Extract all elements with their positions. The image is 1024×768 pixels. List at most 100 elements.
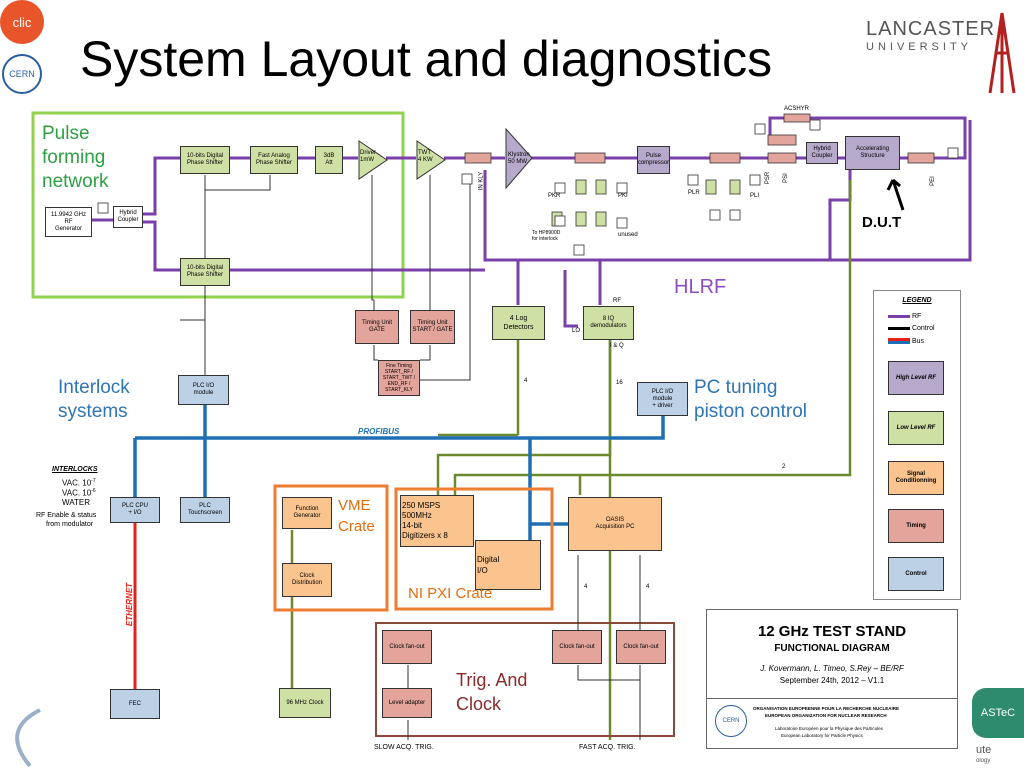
title-block-lab2: European Laboratory for Particle Physics [781,733,863,738]
clock-fanout-3: Clock fan-out [616,630,666,664]
legend-control-box: Control [888,557,944,591]
clic-logo-text: clic [12,14,32,30]
hybrid-coupler-2: Hybrid Coupler [806,142,838,164]
trig-clock-label: Trig. And Clock [456,670,528,714]
profibus-label: PROFIBUS [358,427,400,436]
legend-high-level-rf: High Level RF [888,361,944,395]
hlrf-label: HLRF [674,276,727,298]
pulse-forming-label: Pulse forming network [42,123,109,192]
klystron-label: Klystron 50 MW [508,152,530,165]
label-count-4c: 4 [646,584,650,590]
legend-rf-text: RF [911,313,922,320]
legend-rf: RF [888,313,921,320]
klystron-icon [505,128,533,190]
plc-touchscreen-block: PLC Touchscreen [180,497,230,523]
interlock-rf-enable: RF Enable & status [36,512,97,519]
plc-io-module-1: PLC I/O module [178,375,229,405]
clock-distribution-block: Clock Distribution [282,563,332,597]
legend-control-swatch [888,326,910,330]
title-block-date: September 24th, 2012 – V1.1 [779,676,885,685]
label-rf-input: RF [613,298,621,304]
astec-sub2: ology [976,758,991,764]
legend-control: Control [888,325,935,332]
digital-io-block: Digital I/O [475,540,541,590]
function-generator-block: Function Generator [282,497,332,529]
lancaster-logo: LANCASTER UNIVERSITY [866,18,994,53]
ni-pxi-crate-label: NI PXI Crate [408,585,493,602]
vac1-exponent: -7 [91,478,96,484]
legend-timing: Timing [888,509,944,543]
label-pkr: PKR [548,193,561,199]
astec-logo: ASTeC [972,688,1024,738]
title-block-cern-text: CERN [722,718,740,724]
title-block-cern-logo: CERN [715,705,747,737]
vme-crate-label: VME Crate [338,497,375,535]
title-block-authors: J. Kovermann, L. Timeo, S.Rey – BE/RF [760,664,904,673]
legend-signal-conditioning: Signal Conditionning [888,461,944,495]
fec-block: FEC [110,689,160,719]
dut-label: D.U.T [862,214,902,231]
driver-label: Driver 1mW [360,150,376,163]
label-psi: PSI [782,173,789,183]
label-count-2: 2 [782,464,786,470]
trig-clock-frame [375,622,675,737]
timing-unit-gate: Timing Unit GATE [355,310,399,344]
legend-control-text: Control [911,325,935,332]
ni-pxi-crate-frame [394,487,554,611]
interlocks-heading: INTERLOCKS [52,466,98,473]
title-block-org2: EUROPEAN ORGANIZATION FOR NUCLEAR RESEAR… [765,713,887,718]
legend-bus-text: Bus [911,338,925,345]
legend-low-level-rf: Low Level RF [888,411,944,445]
astec-sub1: ute [976,744,992,756]
lancaster-crest-icon [988,12,1016,94]
label-unused: unused [618,232,638,238]
phase-shifter-2: 10-bits Digital Phase Shifter [180,258,230,286]
title-block: 12 GHz TEST STAND FUNCTIONAL DIAGRAM J. … [706,609,958,749]
hybrid-coupler-1: Hybrid Coupler [113,206,143,228]
label-pei: PEI [929,176,936,186]
slow-acq-trig-label: SLOW ACQ. TRIG. [374,744,434,751]
page-title: System Layout and diagnostics [80,31,773,87]
vac2-text: VAC. 10 [62,488,92,498]
interlock-from-modulator: from modulator [46,521,94,528]
cern-logo-text: CERN [9,69,35,79]
attenuator-block: 3dB Att [315,146,343,174]
plc-io-module-2: PLC I/O module + driver [637,382,688,416]
digitizers-block: 250 MSPS 500MHz 14-bit Digitizers x 8 [400,495,474,547]
oasis-acquisition-block: OASIS Acquisition PC [568,497,662,551]
twt-label: TWT 4 KW [418,150,433,163]
log-detectors-block: 4 Log Detectors [492,306,545,340]
label-psr: PSR [765,171,772,185]
title-block-title: 12 GHz TEST STAND [757,623,907,640]
label-lo: LO [572,328,581,334]
legend-bus: Bus [888,338,924,345]
twt-amplifier-icon [416,140,446,180]
label-plr: PLR [688,190,700,196]
label-to-hp: To HP8900D for interlock [532,230,561,242]
fast-acq-trig-label: FAST ACQ. TRIG. [579,744,636,751]
accelerating-structure-block: Accelerating Structure [845,136,900,170]
label-pki: PKI [618,193,628,199]
plc-cpu-block: PLC CPU + I/O [110,497,160,523]
clic-logo: clic [0,0,44,44]
label-count-16: 16 [616,380,623,386]
label-i-q: I & Q [610,343,624,349]
label-in-kly: IN KLY [478,171,485,191]
level-adapter-block: Level adapter [382,688,432,718]
vme-crate-frame [273,484,389,612]
iq-demodulators-block: 8 IQ demodulators [583,306,634,340]
title-block-org1: ORGANISATION EUROPEENNE POUR LA RECHERCH… [753,706,900,711]
label-pli: PLI [750,193,760,199]
vac1-text: VAC. 10 [62,478,92,488]
clock-96mhz-block: 96 MHz Clock [279,688,331,718]
lancaster-university: UNIVERSITY [866,41,973,53]
rf-generator-block: 11.9942 GHz RF Generator [45,207,92,237]
clock-fanout-2: Clock fan-out [552,630,602,664]
interlock-systems-label: Interlock systems [58,377,130,422]
pulse-compressor-block: Pulse compressor [637,146,670,174]
dut-arrow-icon [886,178,905,211]
label-count-4b: 4 [584,584,588,590]
astec-logo-text: ASTeC [980,707,1016,719]
interlock-vac1: VAC. 10-7 [62,478,96,488]
